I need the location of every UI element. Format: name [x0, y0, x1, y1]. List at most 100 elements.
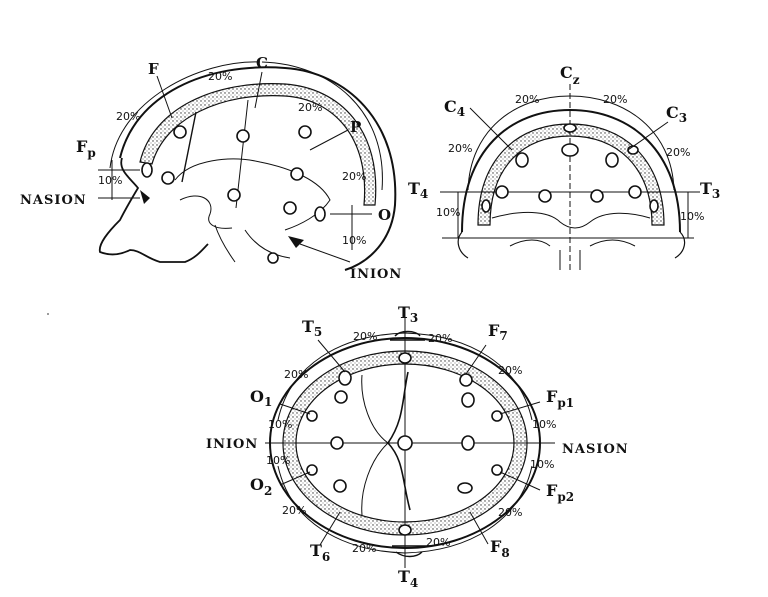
- top-arc-upper: [277, 332, 533, 421]
- top-pct-left-bottom: 10%: [266, 454, 290, 467]
- front-electrode-c3: [627, 145, 639, 155]
- top-pct-top-left: 20%: [353, 330, 377, 343]
- front-pct-right-low: 10%: [680, 210, 704, 223]
- side-inion-mark: [288, 236, 304, 248]
- side-electrode-f-low: [161, 171, 175, 185]
- top-label-f8: F8: [490, 537, 510, 560]
- side-spine: [214, 224, 236, 263]
- top-pct-lower-right: 20%: [498, 506, 522, 519]
- top-electrode-o2: [306, 464, 318, 476]
- side-arc-back: [261, 61, 383, 191]
- top-pointer-fp1: [499, 401, 541, 415]
- top-label-inion: INION: [206, 437, 258, 452]
- front-ear-left: [457, 231, 469, 259]
- side-electrode-t: [227, 188, 241, 202]
- top-electrode-f7: [459, 373, 473, 387]
- side-skull-band: [139, 83, 377, 206]
- front-electrode-side-left: [481, 199, 491, 213]
- side-pct-top-mid: 20%: [208, 70, 232, 83]
- side-label-p: P: [350, 118, 361, 136]
- side-pointer-f: [156, 75, 173, 119]
- top-electrode-o2-near: [333, 479, 347, 493]
- side-label-f: F: [148, 60, 159, 78]
- top-electrode-fp2: [491, 464, 503, 476]
- front-label-t3: T3: [700, 179, 720, 201]
- front-electrode-mid-right: [590, 189, 604, 203]
- top-label-t6: T6: [310, 541, 330, 564]
- front-electrode-t3: [628, 185, 642, 199]
- top-label-t3: T3: [398, 303, 418, 325]
- top-electrode-o1: [306, 410, 318, 422]
- top-label-t4: T4: [398, 567, 418, 590]
- side-electrode-low: [267, 252, 279, 264]
- top-pct-upper-left: 20%: [284, 368, 308, 381]
- top-pct-right-top: 10%: [532, 418, 556, 431]
- top-pointer-f7: [465, 344, 487, 375]
- side-electrode-o-upper: [283, 201, 297, 215]
- top-view: T3 T5 F7 O1 Fp1 INION NASION O2 Fp2 T6 F…: [206, 303, 628, 590]
- side-electrode-f: [173, 125, 187, 139]
- side-pct-right-low: 20%: [342, 170, 366, 183]
- front-view: Cz C4 C3 T4 T3 20% 20% 20% 20% 10% 10%: [408, 63, 720, 270]
- front-electrode-cz: [561, 143, 579, 157]
- side-suture-front: [181, 111, 197, 183]
- top-electrode-fp2-near: [457, 482, 473, 494]
- speck: [47, 313, 49, 315]
- front-pct-left-side: 20%: [448, 142, 472, 155]
- top-arc-lower: [277, 465, 533, 554]
- top-pointer-fp2: [499, 471, 541, 491]
- top-pct-top-right: 20%: [428, 332, 452, 345]
- front-pointer-c3: [627, 121, 669, 151]
- front-electrode-t4: [495, 185, 509, 199]
- top-pct-lower-left: 20%: [282, 504, 306, 517]
- side-electrode-c: [236, 129, 250, 143]
- front-scalp-outline: [461, 108, 681, 233]
- side-pointer-c: [254, 71, 263, 109]
- top-electrode-t4: [398, 524, 412, 536]
- side-cerebellum: [244, 229, 291, 259]
- top-electrode-center: [397, 435, 413, 451]
- top-electrode-nasion-side: [461, 435, 475, 451]
- top-pct-left-top: 10%: [268, 418, 292, 431]
- side-pointer-inion: [299, 243, 351, 263]
- top-label-t5: T5: [302, 317, 322, 339]
- side-pct-fp-gap: 10%: [98, 174, 122, 187]
- front-eye-left: [509, 239, 551, 247]
- top-label-f7: F7: [488, 321, 508, 343]
- top-label-o1: O1: [250, 387, 272, 409]
- top-electrode-o1-near: [334, 390, 348, 404]
- side-pct-inion-gap: 10%: [342, 234, 366, 247]
- side-label-c: C: [256, 54, 268, 72]
- side-label-nasion: NASION: [20, 193, 87, 208]
- top-pct-upper-right: 20%: [498, 364, 522, 377]
- side-electrode-fp: [141, 162, 153, 178]
- top-electrode-fp1-near: [461, 392, 475, 408]
- front-electrode-side-right: [649, 199, 659, 213]
- front-label-c4: C4: [444, 97, 465, 119]
- top-pct-bottom-left: 20%: [352, 542, 376, 555]
- side-label-inion: INION: [350, 267, 402, 282]
- side-electrode-p: [298, 125, 312, 139]
- top-electrode-inion-side: [330, 436, 344, 450]
- top-pointer-o2: [279, 471, 311, 486]
- front-pointer-c4: [469, 107, 513, 151]
- top-electrode-t5: [338, 370, 352, 386]
- side-arc-front: [109, 61, 261, 169]
- front-electrode-cz-top: [563, 123, 577, 133]
- front-electrode-c4-inner: [515, 152, 529, 168]
- side-electrode-p-low: [290, 167, 304, 181]
- top-pointer-o1: [279, 403, 311, 415]
- side-view: F C P Fp NASION O INION 20% 20% 20% 20% …: [20, 54, 402, 282]
- side-pointer-p: [309, 129, 349, 151]
- front-pct-top-right: 20%: [603, 93, 627, 106]
- side-brain-fold: [174, 158, 331, 231]
- front-electrode-c3-inner: [605, 152, 619, 168]
- top-pointer-t6: [319, 511, 341, 546]
- front-label-t4: T4: [408, 179, 428, 201]
- top-ear-bottom: [392, 545, 428, 558]
- top-electrode-t3: [398, 352, 412, 364]
- top-label-o2: O2: [250, 475, 272, 498]
- top-pct-bottom-right: 20%: [426, 536, 450, 549]
- top-ear-top: [390, 330, 425, 341]
